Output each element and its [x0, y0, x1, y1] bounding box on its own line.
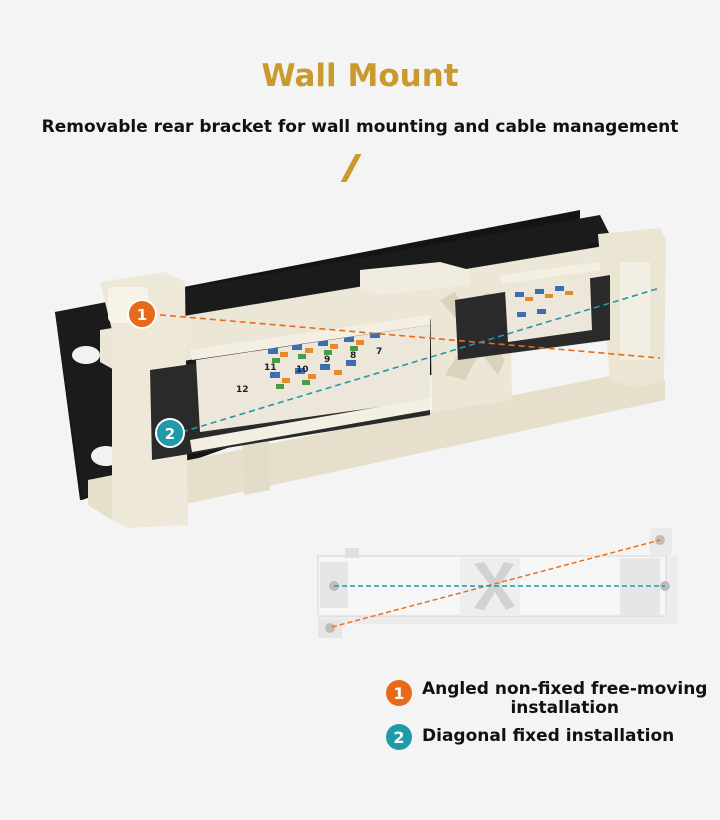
legend-label-2: Diagonal fixed installation — [422, 726, 675, 746]
rear-bracket — [88, 228, 666, 528]
bracket-diagram — [317, 528, 678, 638]
legend-item-1: 1 Angled non-fixed free-moving installat… — [386, 680, 707, 718]
guide-line-angled — [149, 313, 661, 359]
svg-text:2: 2 — [165, 425, 175, 443]
legend-badge-1: 1 — [386, 680, 412, 706]
screw-icon — [325, 623, 335, 633]
port-label: 9 — [324, 355, 330, 365]
legend-badge-2: 2 — [386, 724, 412, 750]
port-label: 12 — [236, 385, 249, 395]
port-module-left: 12 11 10 9 8 7 — [150, 315, 430, 460]
port-label: 11 — [264, 363, 277, 373]
port-label: 10 — [296, 365, 309, 375]
legend-item-2: 2 Diagonal fixed installation — [386, 724, 674, 750]
mount-hole-icon — [72, 346, 100, 364]
callout-2-badge: 2 — [155, 418, 185, 448]
port-label: 8 — [350, 351, 356, 361]
page-subtitle: Removable rear bracket for wall mounting… — [41, 117, 679, 137]
callout-1-badge: 1 — [127, 299, 157, 329]
svg-text:1: 1 — [137, 306, 147, 324]
port-label: 7 — [376, 347, 382, 357]
legend-label-1: Angled non-fixed free-moving installatio… — [422, 679, 708, 718]
guide-line-diagonal — [181, 287, 661, 433]
page-title: Wall Mount — [261, 58, 459, 94]
